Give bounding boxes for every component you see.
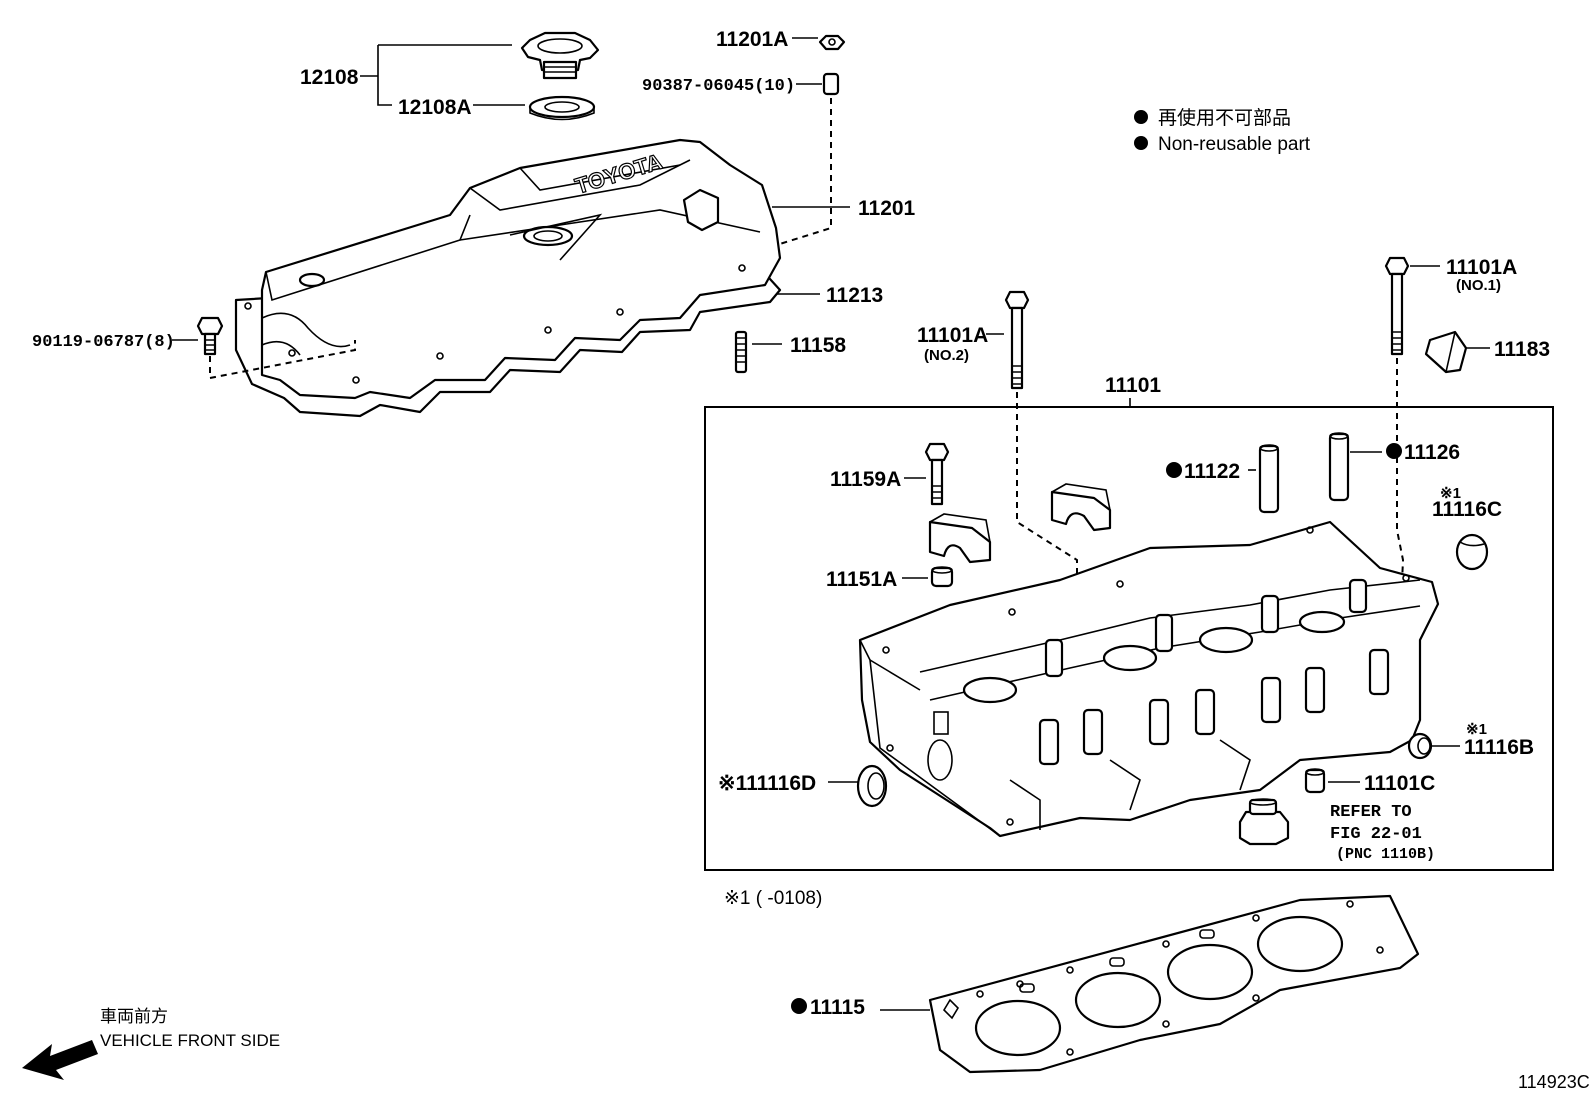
stud-11158 bbox=[734, 330, 748, 374]
expansion-plug-11116D bbox=[856, 764, 888, 808]
non-reusable-dot-icon bbox=[791, 998, 807, 1014]
legend: 再使用不可部品 Non-reusable part bbox=[1134, 107, 1311, 155]
nut-11201A bbox=[818, 34, 846, 51]
expansion-plug-11116C bbox=[1455, 533, 1489, 571]
bolt-11159A bbox=[924, 442, 950, 506]
non-reusable-dot-icon bbox=[1386, 443, 1402, 459]
plug-11183 bbox=[1424, 330, 1468, 374]
non-reusable-dot-icon bbox=[1166, 462, 1182, 478]
figure-id: 114923C bbox=[1518, 1072, 1590, 1092]
front-en: VEHICLE FRONT SIDE bbox=[100, 1031, 280, 1050]
refer-line3: (PNC 1110B) bbox=[1336, 846, 1435, 863]
dowel-11151A bbox=[930, 566, 954, 588]
head-bolt-11101A-no2 bbox=[1004, 290, 1030, 390]
label-11213: 11213 bbox=[826, 284, 883, 307]
head-gasket-11115 bbox=[928, 894, 1420, 1074]
grommet-90387 bbox=[822, 72, 840, 96]
label-11158: 11158 bbox=[790, 334, 846, 357]
label-11101C: 11101C bbox=[1364, 772, 1435, 795]
refer-line1: REFER TO bbox=[1330, 803, 1412, 822]
label-11151A: 11151A bbox=[826, 568, 897, 591]
label-11159A: 11159A bbox=[830, 468, 901, 491]
cylinder-head-assy-frame bbox=[704, 406, 1554, 871]
filler-cap-gasket-12108A bbox=[528, 95, 596, 121]
cylinder-head-cover-11201: TOYOTA bbox=[234, 138, 782, 418]
bolt-90119 bbox=[196, 316, 224, 356]
oil-filler-cap-12108 bbox=[520, 31, 600, 80]
refer-part bbox=[1238, 798, 1290, 846]
label-11126: 11126 bbox=[1404, 441, 1460, 464]
label-11116C: 11116C bbox=[1432, 498, 1502, 521]
legend-en: Non-reusable part bbox=[1158, 134, 1311, 155]
label-11101A-no1: 11101A bbox=[1446, 256, 1517, 279]
label-12108: 12108 bbox=[300, 66, 359, 89]
label-11115: 11115 bbox=[810, 996, 865, 1019]
front-direction-arrow-icon bbox=[22, 1040, 98, 1080]
label-11201: 11201 bbox=[858, 197, 916, 220]
camshaft-bearing-cap-right bbox=[1050, 483, 1112, 532]
dashed-guide-90119 bbox=[209, 340, 356, 380]
cylinder-head-11101 bbox=[858, 520, 1440, 838]
label-11116B: 11116B bbox=[1464, 736, 1534, 759]
valve-guide-11126 bbox=[1328, 432, 1350, 502]
label-11183: 11183 bbox=[1494, 338, 1550, 361]
footnote: ※1 ( -0108) bbox=[724, 888, 822, 909]
camshaft-bearing-cap-left bbox=[928, 513, 992, 564]
dashed-guide-11101A-no2 bbox=[1016, 392, 1078, 700]
label-90387: 90387-06045(10) bbox=[642, 77, 795, 96]
label-11101A-no2: 11101A bbox=[917, 324, 988, 347]
label-no2: (NO.2) bbox=[924, 347, 969, 364]
front-jp: 車両前方 bbox=[100, 1007, 168, 1026]
label-no1: (NO.1) bbox=[1456, 277, 1501, 294]
head-bolt-11101A-no1 bbox=[1384, 256, 1410, 356]
label-mark-c: ※1 bbox=[1440, 485, 1461, 502]
non-reusable-dot-icon bbox=[1134, 136, 1148, 150]
refer-line2: FIG 22-01 bbox=[1330, 825, 1422, 844]
dowel-11101C bbox=[1304, 768, 1326, 794]
leader-12108 bbox=[360, 44, 512, 106]
label-11116D: ※111116D bbox=[718, 772, 816, 795]
expansion-plug-11116B bbox=[1407, 732, 1433, 760]
label-11201A: 11201A bbox=[716, 28, 788, 51]
label-mark-b: ※1 bbox=[1466, 721, 1487, 738]
label-90119: 90119-06787(8) bbox=[32, 333, 175, 352]
label-12108A: 12108A bbox=[398, 96, 472, 119]
label-11122: 11122 bbox=[1184, 460, 1240, 483]
label-11101: 11101 bbox=[1105, 374, 1161, 397]
valve-guide-11122 bbox=[1258, 444, 1280, 514]
legend-jp: 再使用不可部品 bbox=[1158, 107, 1291, 129]
non-reusable-dot-icon bbox=[1134, 110, 1148, 124]
